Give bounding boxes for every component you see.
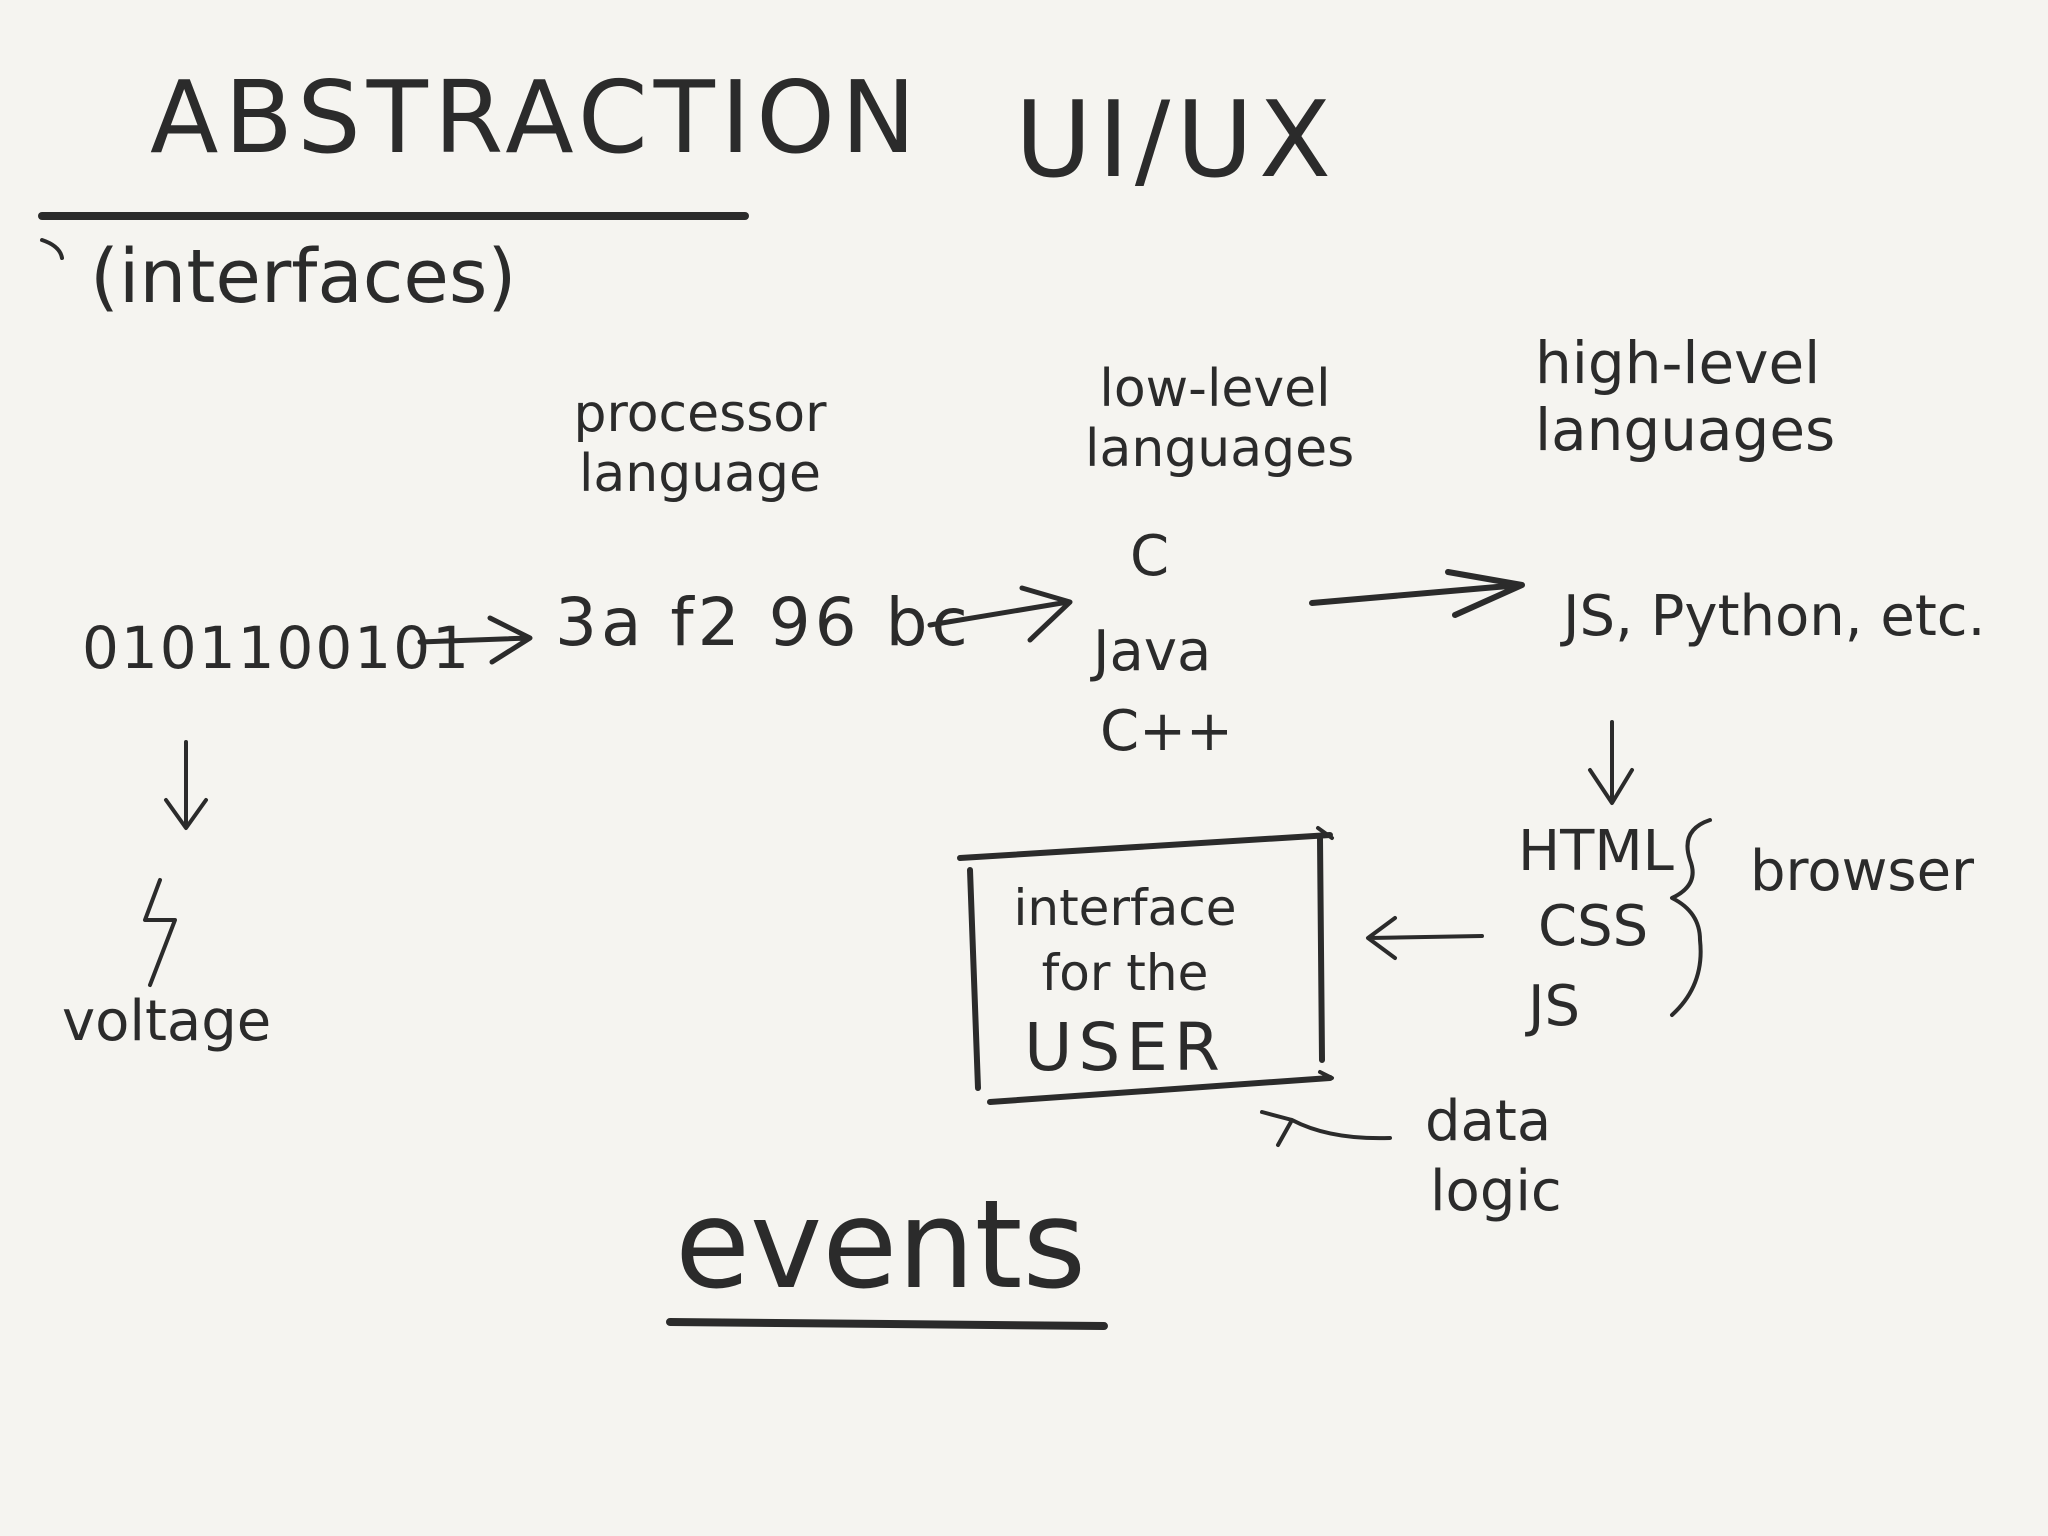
web-item-js: JS [1528,974,1581,1039]
low-level-item-cpp: C++ [1100,699,1233,764]
high-level-label: high-level languages [1535,329,1836,464]
data-label: data [1425,1089,1552,1154]
browser-label: browser [1750,839,1975,904]
arrow-binary-to-hex [417,615,533,665]
lightning-bolt-icon [143,878,177,987]
high-level-items: JS, Python, etc. [1563,584,1986,649]
subtitle-tick [40,238,64,260]
interface-box-frame [957,832,1333,1105]
web-item-html: HTML [1518,819,1674,884]
arrow-binary-to-voltage [164,740,208,830]
page-subtitle: (interfaces) [90,234,517,320]
low-level-label: low-level languages [1085,359,1355,479]
page-title: ABSTRACTION [150,59,922,176]
arrow-high-to-web [1588,720,1634,805]
topic-heading: UI/UX [1015,79,1337,201]
arrow-data-to-box [1260,1110,1392,1147]
arrow-web-to-box [1366,916,1484,960]
arrow-lowlevel-to-highlevel [1309,569,1525,618]
binary-text: 0101100101 [82,614,472,682]
logic-label: logic [1430,1159,1562,1224]
arrow-hex-to-lowlevel [927,585,1073,643]
voltage-label: voltage [62,989,272,1054]
interface-box-line3: USER [1024,1009,1226,1086]
low-level-item-c: C [1130,524,1170,589]
interface-box-line2: for the [1041,944,1209,1002]
events-underline [666,1318,1108,1330]
low-level-item-java: Java [1093,619,1212,684]
browser-brace [1670,818,1712,1017]
box-corner-ticks [1316,826,1334,1080]
events-heading: events [675,1174,1087,1316]
hex-text: 3a f2 96 bc [555,584,972,661]
processor-language-label: processor language [573,384,827,504]
web-item-css: CSS [1538,894,1649,959]
interface-box-line1: interface [1013,879,1237,937]
